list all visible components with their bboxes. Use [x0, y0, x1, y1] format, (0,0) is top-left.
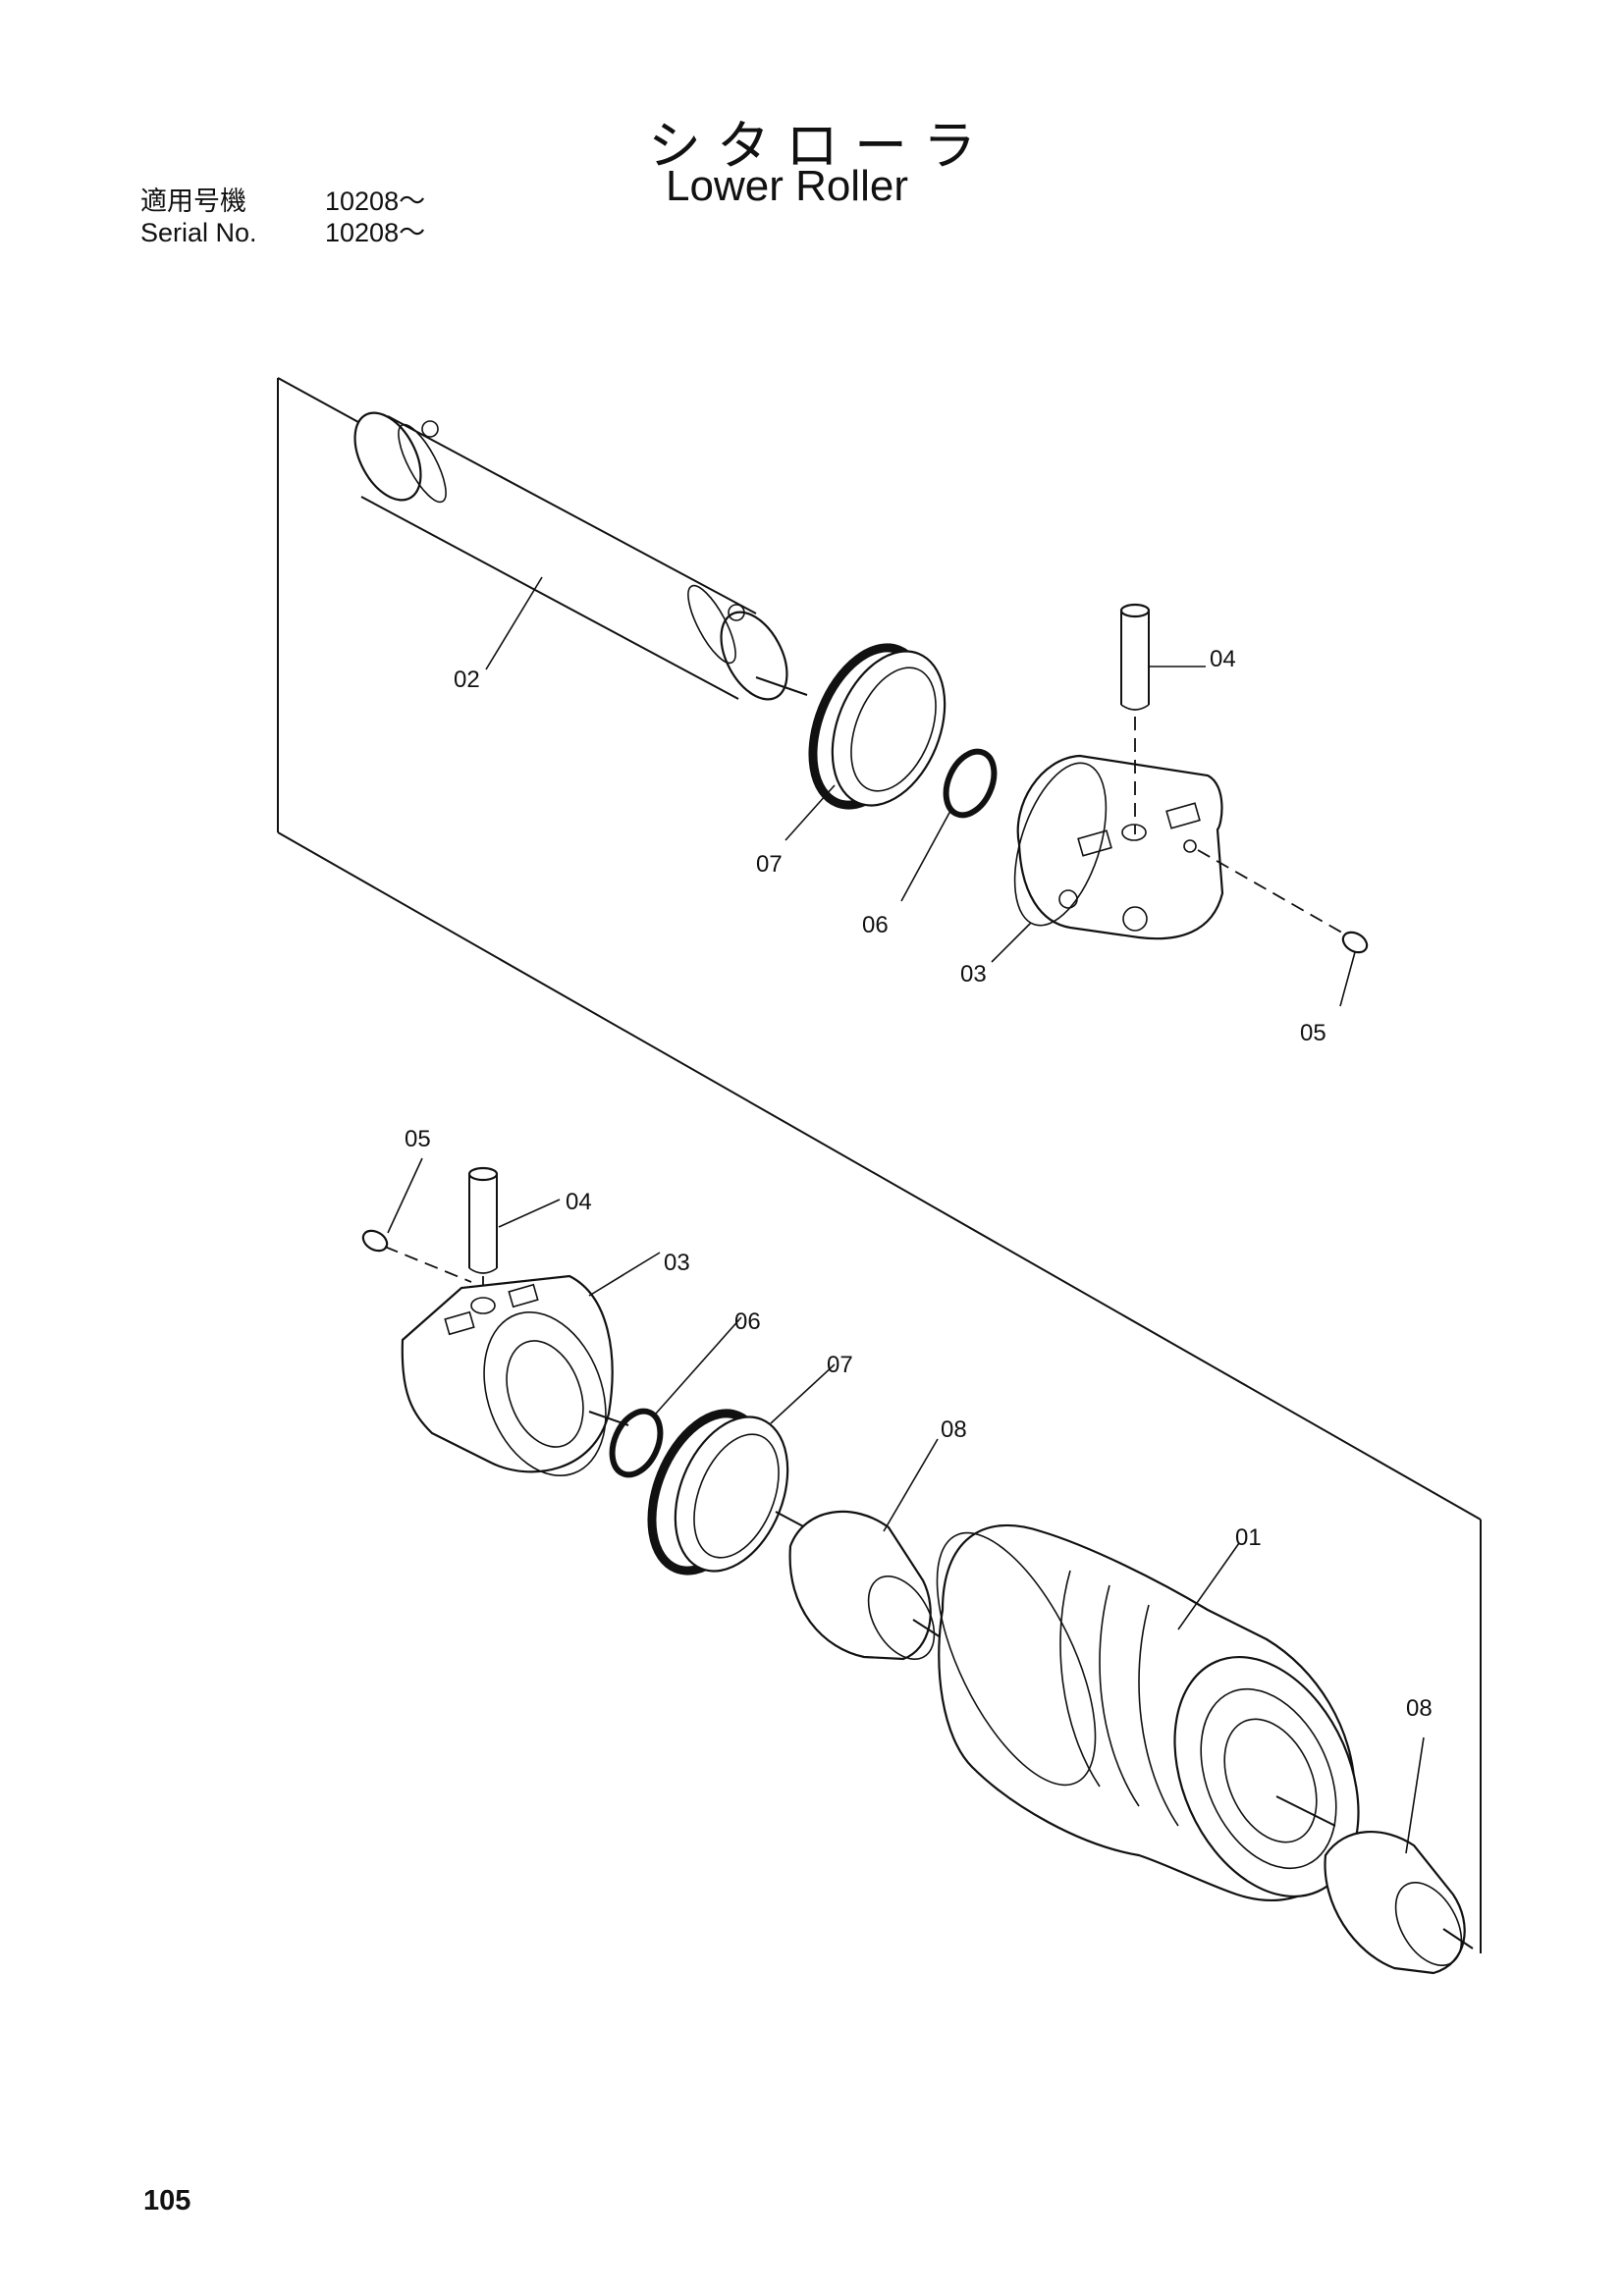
- callout-01: 01: [1235, 1524, 1262, 1551]
- part-05-plug-top: [1197, 849, 1369, 954]
- serial-label-japanese: 適用号機: [140, 187, 246, 216]
- assembly-frame: [277, 377, 1482, 1953]
- part-06-o-ring-top: [943, 748, 998, 819]
- part-08-bushing-left: [788, 1510, 942, 1661]
- part-03-collar-top: [1013, 754, 1224, 940]
- callout-03-top: 03: [960, 961, 987, 988]
- part-06-o-ring-bottom: [609, 1408, 664, 1478]
- serial-value-english: 10208～: [325, 218, 426, 247]
- page-number: 105: [143, 2185, 191, 2216]
- part-07-floating-seal-top: [808, 643, 947, 810]
- callout-08-right: 08: [1406, 1695, 1433, 1722]
- callout-07-top: 07: [756, 851, 783, 878]
- callout-05-top: 05: [1300, 1020, 1326, 1046]
- part-05-plug-bottom: [361, 1229, 472, 1283]
- part-04-pin-top: [1119, 603, 1151, 834]
- callout-02: 02: [454, 667, 480, 693]
- page-title-english: Lower Roller: [666, 162, 908, 210]
- part-03-collar-bottom: [401, 1274, 629, 1477]
- serial-value-japanese: 10208～: [325, 187, 426, 216]
- serial-label-english: Serial No.: [140, 218, 257, 247]
- serial-row-english: Serial No. 10208～: [140, 211, 425, 249]
- callout-08-left: 08: [941, 1416, 967, 1443]
- callout-03-bottom: 03: [664, 1250, 690, 1276]
- part-02-shaft: [353, 411, 808, 701]
- callout-07-bottom: 07: [827, 1352, 853, 1378]
- part-01-roller-body: [936, 1523, 1360, 1902]
- callout-06-top: 06: [862, 912, 889, 938]
- callout-06-bottom: 06: [734, 1308, 761, 1335]
- callout-05-bottom: 05: [405, 1126, 431, 1152]
- part-07-floating-seal-bottom: [647, 1409, 806, 1575]
- callout-04-bottom: 04: [566, 1189, 592, 1215]
- part-04-pin-bottom: [467, 1166, 499, 1311]
- callout-04-top: 04: [1210, 646, 1236, 672]
- serial-row-japanese: 適用号機 10208～: [140, 180, 425, 218]
- leader-lines: [387, 576, 1425, 1854]
- page-title-japanese: シタローラ: [648, 115, 992, 177]
- part-08-bushing-right: [1324, 1830, 1474, 1975]
